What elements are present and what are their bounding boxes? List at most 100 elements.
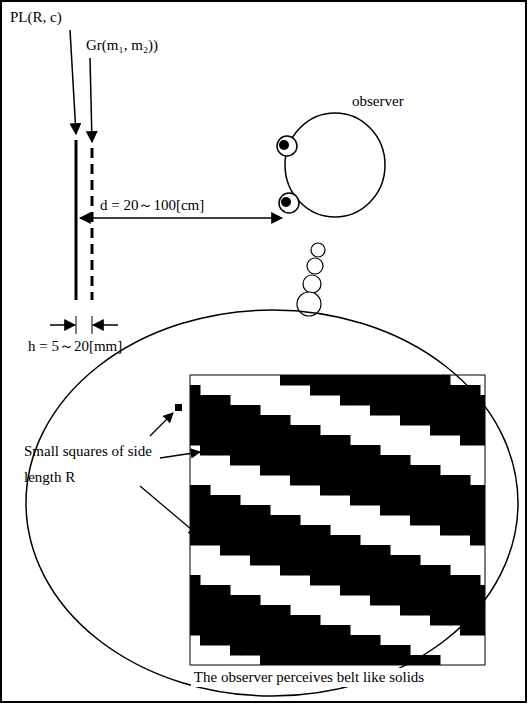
belt-cell (380, 595, 391, 606)
belt-cell (410, 505, 421, 516)
belt-cell (420, 375, 431, 386)
belt-cell (390, 495, 401, 506)
belt-cell (200, 535, 211, 546)
belt-cell (430, 395, 441, 406)
belt-cell (190, 415, 201, 426)
head (285, 113, 385, 217)
belt-cell (260, 505, 271, 516)
belt-cell (370, 585, 381, 596)
belt-cell (270, 545, 281, 556)
belt-cell (370, 565, 381, 576)
belt-cell (290, 545, 301, 556)
belt-cell (280, 615, 291, 626)
belt-cell (340, 485, 351, 496)
belt-cell (420, 505, 431, 516)
label-text: h = 5～20[mm] (28, 338, 122, 354)
thought-bubble (307, 258, 323, 274)
belt-cell (460, 515, 471, 526)
belt-cell (460, 475, 471, 486)
belt-cell (390, 655, 401, 665)
belt-cell (240, 595, 251, 606)
belt-cell (220, 435, 231, 446)
belt-cell (290, 465, 301, 476)
belt-cell (190, 485, 201, 496)
belt-cell (340, 655, 351, 665)
dimension-tick (92, 316, 93, 334)
belt-cell (470, 585, 481, 596)
belt-cell (350, 575, 361, 586)
belt-cell (240, 405, 251, 416)
belt-cell (250, 435, 261, 446)
belt-cell (410, 555, 421, 566)
belt-cell (430, 495, 441, 506)
belt-cell (380, 405, 391, 416)
belt-cell (320, 475, 331, 486)
belt-cell (330, 475, 341, 486)
belt-cell (430, 565, 441, 576)
belt-cell (410, 605, 421, 616)
ellipse-outline (24, 308, 520, 702)
belt-cell (410, 385, 421, 396)
belt-cell (360, 465, 371, 476)
belt-pattern (190, 375, 485, 665)
belt-cell (390, 455, 401, 466)
belt-cell (240, 625, 251, 636)
belt-cell (340, 475, 351, 486)
belt-cell (210, 535, 221, 546)
belt-cell (450, 495, 461, 506)
belt-cell (380, 505, 391, 516)
belt-cell (350, 555, 361, 566)
belt-cell (470, 525, 481, 536)
belt-cell (350, 455, 361, 466)
belt-cell (300, 475, 311, 486)
belt-cell (420, 575, 431, 586)
belt-cell (350, 375, 361, 386)
belt-cell (280, 555, 291, 566)
belt-cell (350, 445, 361, 456)
belt-cell (330, 435, 341, 446)
belt-cell (260, 635, 271, 646)
belt-cell (330, 385, 341, 396)
belt-cell (370, 395, 381, 406)
belt-cell (200, 405, 211, 416)
belt-cell (190, 505, 201, 516)
belt-cell (280, 545, 291, 556)
belt-cell (230, 535, 241, 546)
caption-text: The observer perceives belt like solids (191, 668, 427, 687)
belt-cell (270, 425, 281, 436)
belt-cell (440, 485, 451, 496)
belt-cell (440, 405, 451, 416)
belt-cell (200, 415, 211, 426)
belt-cell (260, 555, 271, 566)
belt-cell (310, 555, 321, 566)
belt-cell (280, 525, 291, 536)
belt-cell (480, 435, 485, 446)
belt-cell (220, 585, 231, 596)
belt-cell (340, 625, 351, 636)
belt-cell (360, 585, 371, 596)
belt-cell (310, 615, 321, 626)
belt-cell (320, 625, 331, 636)
belt-cell (400, 395, 411, 406)
belt-cell (390, 565, 401, 576)
belt-cell (450, 405, 461, 416)
belt-cell (280, 565, 291, 576)
pupil (281, 197, 291, 207)
belt-cell (430, 655, 441, 665)
belt-cell (340, 465, 351, 476)
belt-cell (310, 545, 321, 556)
belt-cell (190, 495, 201, 506)
belt-cell (480, 525, 485, 536)
belt-cell (370, 475, 381, 486)
belt-cell (250, 535, 261, 546)
observer-label: observer (352, 92, 404, 111)
belt-cell (390, 475, 401, 486)
belt-cell (230, 635, 241, 646)
belt-cell (320, 485, 331, 496)
belt-cell (370, 545, 381, 556)
belt-cell (330, 455, 341, 466)
belt-cell (420, 485, 431, 496)
belt-cell (380, 655, 391, 665)
belt-cell (220, 415, 231, 426)
belt-cell (430, 405, 441, 416)
